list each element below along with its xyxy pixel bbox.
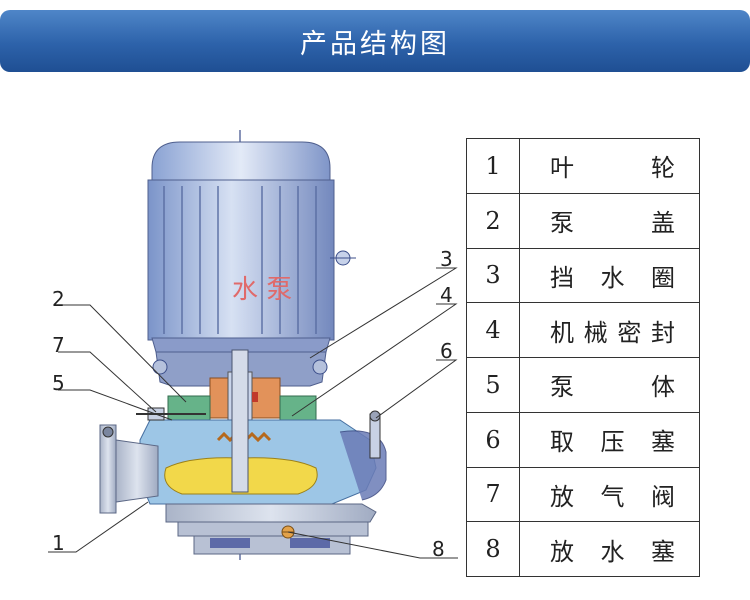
part-name-char: 机 (550, 318, 574, 347)
part-name-char: 挡 (550, 263, 574, 292)
part-name: 取压塞 (519, 411, 700, 468)
part-number: 3 (466, 247, 520, 304)
part-name-char: 械 (583, 318, 608, 347)
part-name-chars: 挡水圈 (550, 258, 675, 293)
part-name: 泵体 (519, 357, 700, 413)
callout-1: 1 (52, 531, 65, 555)
part-number: 4 (466, 302, 520, 358)
part-name-char: 封 (650, 318, 675, 347)
part-name-char: 取 (550, 428, 574, 457)
part-name-chars: 泵盖 (550, 203, 675, 238)
part-number: 1 (466, 138, 520, 194)
part-name-char: 塞 (651, 537, 675, 566)
part-name-char: 叶 (550, 154, 574, 183)
parts-row: 6 取压塞 (466, 411, 700, 468)
part-number: 6 (466, 411, 520, 468)
part-name-char: 压 (600, 428, 625, 457)
callout-4: 4 (440, 283, 453, 307)
part-name-chars: 放水塞 (550, 532, 675, 567)
callout-5: 5 (52, 371, 65, 395)
part-name: 机械密封 (519, 302, 700, 358)
part-name-chars: 取压塞 (550, 422, 675, 457)
watermark-text: 水 泵 (232, 275, 292, 305)
part-name: 放水塞 (519, 521, 700, 577)
part-number: 5 (466, 357, 520, 413)
part-number: 8 (466, 521, 520, 577)
part-name-char: 泵 (550, 209, 574, 238)
part-name-char: 圈 (651, 263, 675, 292)
part-name-char: 放 (550, 537, 574, 566)
callout-8: 8 (432, 537, 445, 561)
part-name: 挡水圈 (519, 247, 700, 304)
parts-row: 7 放气阀 (466, 466, 700, 523)
pump-diagram: 水 泵 1 2 3 4 5 6 7 8 (40, 120, 470, 570)
part-name-char: 塞 (651, 428, 675, 457)
part-name-char: 放 (550, 482, 574, 511)
callout-7: 7 (52, 333, 65, 357)
part-name: 放气阀 (519, 466, 700, 523)
callout-3: 3 (440, 247, 453, 271)
callout-2: 2 (52, 287, 65, 311)
part-name-char: 体 (651, 373, 675, 402)
part-name-chars: 叶轮 (550, 148, 675, 183)
part-name-char: 密 (617, 318, 642, 347)
part-name-chars: 泵体 (550, 367, 675, 402)
part-number: 2 (466, 192, 520, 249)
part-name-chars: 放气阀 (550, 477, 675, 512)
part-name-char: 水 (600, 537, 625, 566)
part-name-char: 泵 (550, 373, 574, 402)
parts-row: 8 放水塞 (466, 521, 700, 577)
part-name-char: 阀 (651, 482, 675, 511)
part-name: 叶轮 (519, 138, 700, 194)
part-name-char: 轮 (651, 154, 675, 183)
parts-row: 4 机械密封 (466, 302, 700, 358)
part-name-char: 盖 (651, 209, 675, 238)
part-name-chars: 机械密封 (550, 313, 675, 348)
part-number: 7 (466, 466, 520, 523)
page-title: 产品结构图 (300, 28, 450, 60)
pump-cross-section: 水 泵 1 2 3 4 5 6 7 8 (48, 130, 458, 561)
parts-row: 3 挡水圈 (466, 247, 700, 304)
callout-6: 6 (440, 339, 453, 363)
part-name-char: 水 (600, 263, 625, 292)
part-name-char: 气 (600, 482, 625, 511)
header-banner: 产品结构图 (0, 10, 750, 72)
part-name: 泵盖 (519, 192, 700, 249)
